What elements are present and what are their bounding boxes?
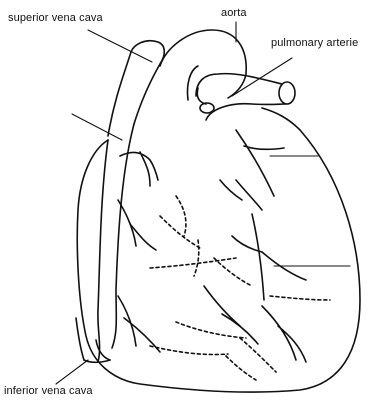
aorta xyxy=(160,30,246,98)
inferior-vena-cava-label: inferior vena cava xyxy=(4,385,93,397)
inferior-vena-cava xyxy=(76,318,84,360)
leader-left-1 xyxy=(72,114,122,140)
superior-vena-cava-right-wall xyxy=(108,52,131,136)
posterior-vessel xyxy=(176,196,186,236)
vessel-opening xyxy=(200,103,214,113)
right-atrium xyxy=(98,140,108,362)
aorta-label: aorta xyxy=(221,7,247,19)
leader-superior-vena-cava xyxy=(88,30,152,62)
leader-inferior-vena-cava xyxy=(56,360,88,384)
pulmonary-artery-label: pulmonary arterie xyxy=(271,37,358,49)
pulmonary-artery xyxy=(196,74,282,96)
pulmonary-artery-opening xyxy=(279,82,295,104)
leader-pulmonary-artery xyxy=(232,58,292,96)
superior-vena-cava xyxy=(131,41,164,124)
heart-outline xyxy=(77,108,360,392)
superior-vena-cava-label: superior vena cava xyxy=(8,12,103,24)
